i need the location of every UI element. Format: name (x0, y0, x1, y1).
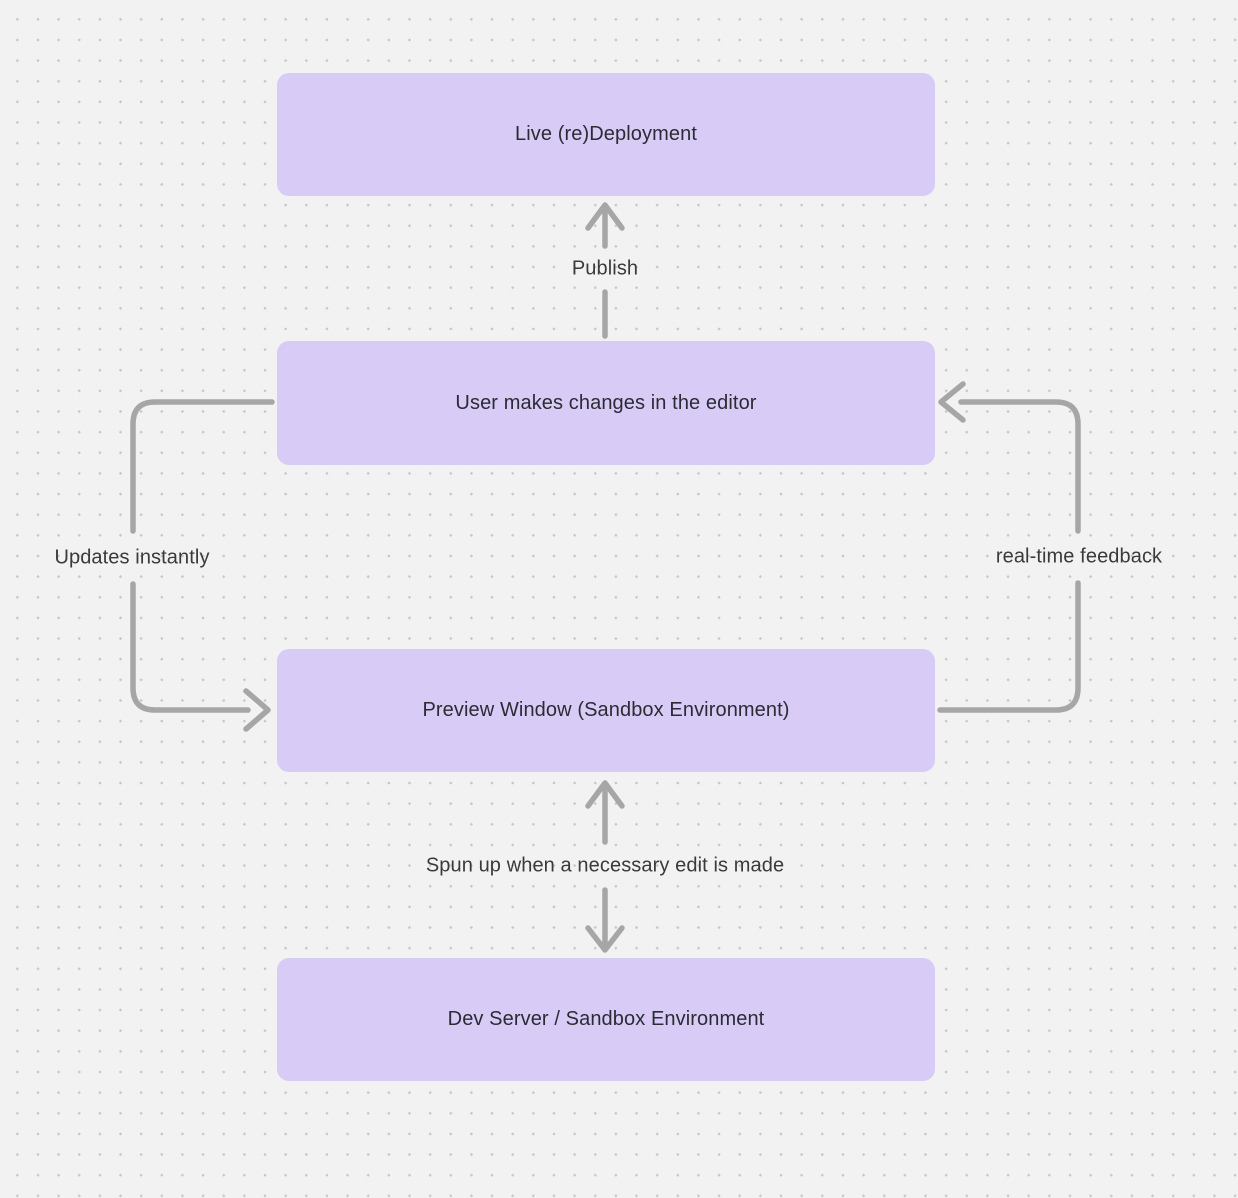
node-preview-window[interactable]: Preview Window (Sandbox Environment) (277, 649, 935, 772)
updates-instantly-lower-path (130, 581, 251, 713)
node-live-redeployment[interactable]: Live (re)Deployment (277, 73, 935, 196)
edge-label-spun-up: Spun up when a necessary edit is made (425, 854, 785, 877)
updates-instantly-arrowhead-right-icon (243, 688, 271, 732)
realtime-feedback-upper-path (958, 399, 1081, 534)
publish-arrowhead-up-icon (585, 202, 625, 231)
realtime-feedback-lower-path (937, 580, 1081, 713)
node-preview-window-label: Preview Window (Sandbox Environment) (422, 699, 790, 721)
edge-label-publish: Publish (571, 257, 639, 280)
node-user-editor-label: User makes changes in the editor (455, 391, 757, 414)
spun-up-arrowhead-down-icon (585, 925, 625, 953)
edge-label-updates-instantly: Updates instantly (54, 546, 210, 569)
node-live-redeployment-label: Live (re)Deployment (515, 123, 697, 145)
node-user-editor[interactable]: User makes changes in the editor (277, 341, 935, 465)
node-dev-server[interactable]: Dev Server / Sandbox Environment (277, 958, 935, 1081)
edge-label-real-time-feedback: real-time feedback (995, 545, 1163, 568)
updates-instantly-upper-path (130, 399, 275, 534)
spun-up-arrowhead-up-icon (585, 780, 625, 809)
realtime-feedback-arrowhead-left-icon (938, 381, 966, 423)
node-dev-server-label: Dev Server / Sandbox Environment (447, 1008, 765, 1030)
